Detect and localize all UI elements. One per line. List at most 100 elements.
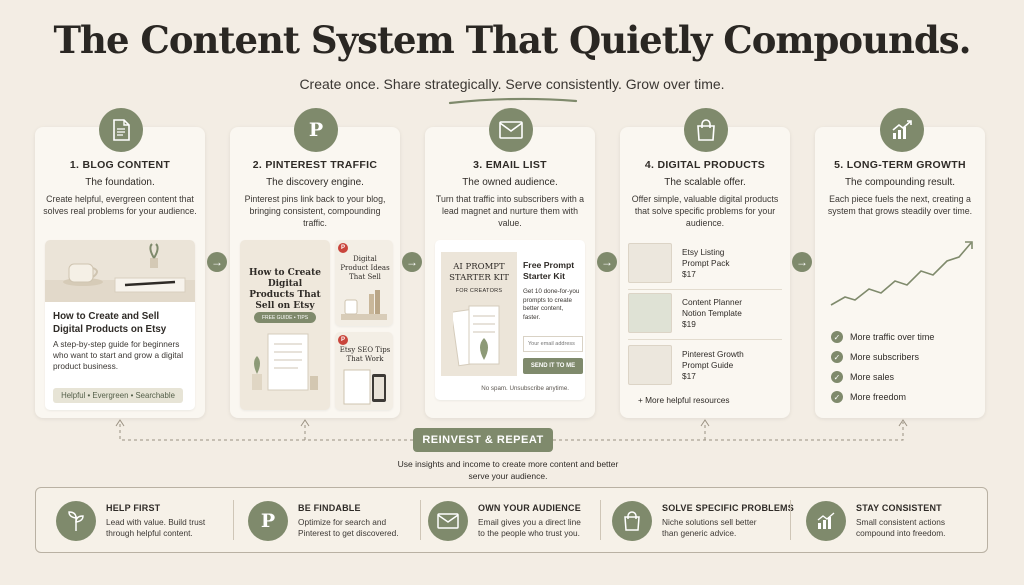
sprout-icon (56, 501, 96, 541)
more-resources-link[interactable]: + More helpful resources (638, 395, 730, 405)
envelope-icon (489, 108, 533, 152)
divider (600, 500, 601, 540)
result-item: ✓More subscribers (831, 351, 981, 363)
email-disclaimer: No spam. Unsubscribe anytime. (481, 385, 569, 392)
offer-title: Free Prompt Starter Kit (523, 260, 575, 281)
card-email-list: 3. EMAIL LIST The owned audience. Turn t… (425, 127, 595, 418)
blog-post-image (45, 240, 195, 302)
svg-text:P: P (309, 119, 323, 141)
result-item: ✓More traffic over time (831, 331, 981, 343)
card-long-term-growth: 5. LONG-TERM GROWTH The compounding resu… (815, 127, 985, 418)
pin-main-badge: FREE GUIDE • TIPS (254, 312, 316, 323)
arrow-right-icon: → (207, 252, 227, 272)
divider (420, 500, 421, 540)
growth-chart-icon (806, 501, 846, 541)
card-description: Create helpful, evergreen content that s… (43, 194, 197, 216)
check-icon: ✓ (831, 351, 843, 363)
email-signup-box: AI PROMPT STARTER KIT FOR CREATORS Free … (435, 240, 585, 400)
pinterest-badge-icon: P (338, 243, 348, 253)
result-item: ✓More sales (831, 371, 981, 383)
pin-bottom[interactable]: P Etsy SEO Tips That Work (335, 332, 393, 410)
card-tagline: The scalable offer. (664, 177, 746, 188)
card-tagline: The foundation. (85, 177, 155, 188)
product-price: $17 (682, 370, 696, 381)
pin-top[interactable]: P Digital Product Ideas That Sell (335, 240, 393, 326)
devices-illustration (343, 369, 386, 405)
reinvest-description: Use insights and income to create more c… (397, 459, 619, 481)
shopping-bag-icon (612, 501, 652, 541)
reinvest-repeat-badge: REINVEST & REPEAT (413, 428, 553, 452)
card-description: Offer simple, valuable digital products … (631, 194, 779, 228)
product-thumbnail (628, 243, 672, 283)
result-item: ✓More freedom (831, 391, 981, 403)
card-tagline: The owned audience. (462, 177, 558, 188)
card-heading: 2. PINTEREST TRAFFIC (252, 159, 378, 171)
worksheet-illustration (453, 305, 500, 367)
card-description: Turn that traffic into subscribers with … (435, 194, 585, 228)
shopping-bag-icon (684, 108, 728, 152)
card-description: Pinterest pins link back to your blog, b… (244, 194, 386, 228)
product-price: $17 (682, 268, 696, 279)
pinterest-icon: P (248, 501, 288, 541)
card-heading: 1. BLOG CONTENT (69, 159, 171, 171)
lead-magnet-subtitle: FOR CREATORS (455, 288, 503, 294)
divider (628, 289, 782, 290)
pinterest-icon: P (294, 108, 338, 152)
check-icon: ✓ (831, 371, 843, 383)
card-description: Each piece fuels the next, creating a sy… (827, 194, 973, 216)
divider (628, 339, 782, 340)
card-tagline: The compounding result. (844, 177, 956, 188)
arrow-right-icon: → (597, 252, 617, 272)
card-heading: 3. EMAIL LIST (473, 159, 547, 171)
send-it-button[interactable]: SEND IT TO ME (523, 358, 583, 374)
blog-tags-badge: Helpful • Evergreen • Searchable (53, 388, 183, 403)
divider (233, 500, 234, 540)
planner-illustration (252, 333, 318, 391)
pin-top-title: Digital Product Ideas That Sell (340, 255, 390, 281)
check-icon: ✓ (831, 391, 843, 403)
blog-post-description: A step-by-step guide for beginners who w… (53, 339, 184, 371)
svg-text:P: P (261, 510, 275, 532)
card-digital-products: 4. DIGITAL PRODUCTS The scalable offer. … (620, 127, 790, 418)
blog-post-preview[interactable]: How to Create and Sell Digital Products … (45, 240, 195, 410)
lead-magnet-title: AI PROMPT STARTER KIT (449, 262, 509, 283)
page-title: The Content System That Quietly Compound… (53, 18, 972, 62)
product-name-line2: Notion Template (682, 307, 742, 318)
pin-main-title: How to Create Digital Products That Sell… (248, 268, 322, 311)
card-blog-content: 1. BLOG CONTENT The foundation. Create h… (35, 127, 205, 418)
product-name-line2: Prompt Pack (682, 257, 730, 268)
pinterest-badge-icon: P (338, 335, 348, 345)
page-subtitle: Create once. Share strategically. Serve … (299, 76, 725, 92)
pin-bottom-title: Etsy SEO Tips That Work (339, 346, 391, 363)
pin-main[interactable]: How to Create Digital Products That Sell… (240, 240, 330, 410)
product-thumbnail (628, 345, 672, 385)
growth-line-chart (830, 241, 973, 306)
blog-post-title: How to Create and Sell Digital Products … (53, 311, 167, 335)
product-price: $19 (682, 318, 696, 329)
arrow-right-icon: → (402, 252, 422, 272)
product-name-line1: Pinterest Growth (682, 348, 744, 359)
product-name-line1: Etsy Listing (682, 246, 725, 257)
card-tagline: The discovery engine. (266, 177, 364, 188)
card-pinterest-traffic: 2. PINTEREST TRAFFIC The discovery engin… (230, 127, 400, 418)
email-field[interactable] (523, 336, 583, 352)
offer-description: Get 10 done-for-you prompts to create be… (523, 288, 580, 321)
brush-underline (448, 97, 578, 105)
growth-chart-icon (880, 108, 924, 152)
check-icon: ✓ (831, 331, 843, 343)
product-name-line2: Prompt Guide (682, 359, 734, 370)
document-icon (99, 108, 143, 152)
arrow-right-icon: → (792, 252, 812, 272)
desk-illustration (341, 290, 387, 320)
card-heading: 4. DIGITAL PRODUCTS (644, 159, 766, 171)
results-list: ✓More traffic over time ✓More subscriber… (831, 331, 981, 411)
